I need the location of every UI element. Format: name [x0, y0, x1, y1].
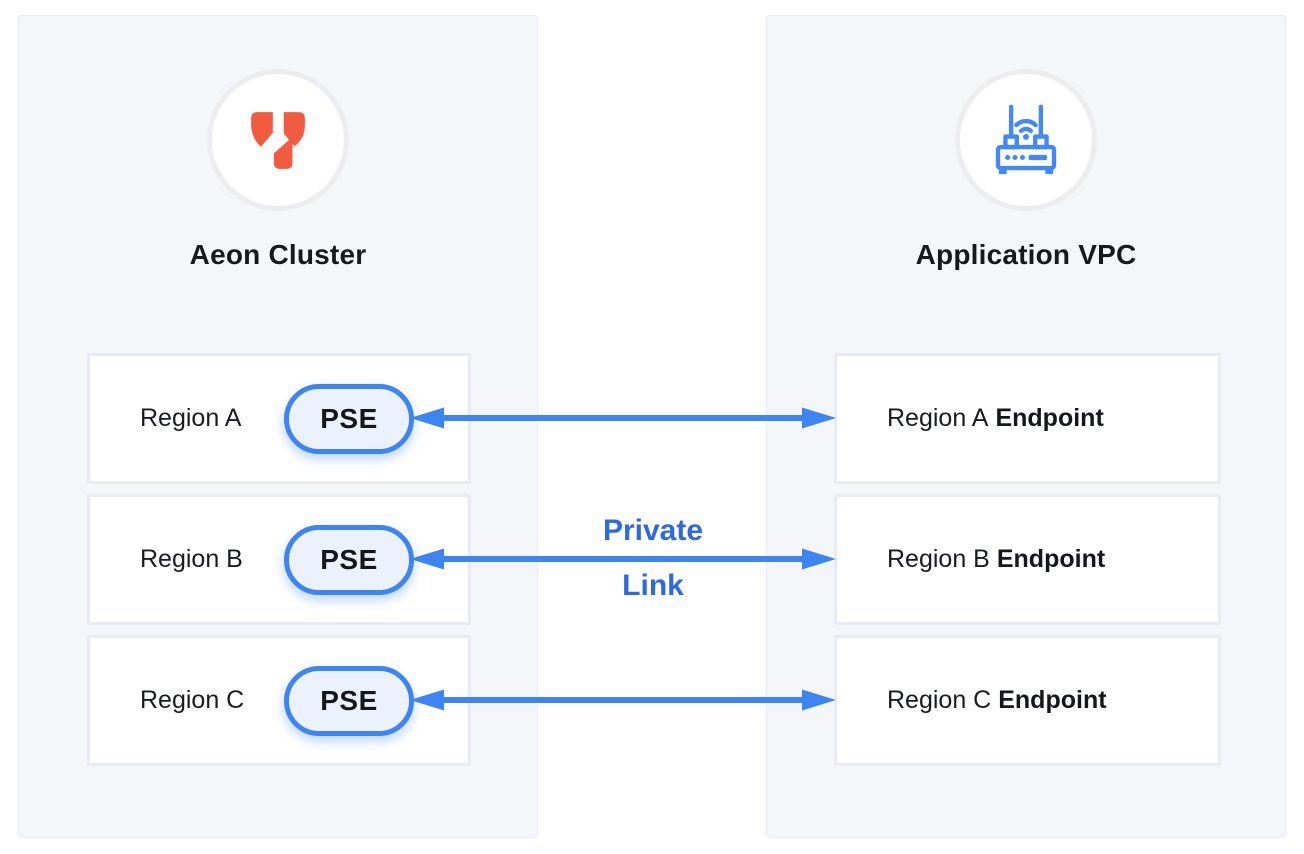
router-icon [995, 104, 1057, 175]
application-vpc-icon-circle [955, 69, 1097, 211]
endpoint-c-region-text: Region C [887, 686, 992, 714]
aeon-cluster-panel: Aeon Cluster Region A PSE Region B PSE R… [18, 15, 538, 838]
application-vpc-title: Application VPC [915, 239, 1137, 270]
endpoint-b-suffix-text: Endpoint [996, 545, 1106, 573]
region-b-label: Region B [140, 545, 243, 573]
endpoint-a-suffix-text: Endpoint [995, 404, 1104, 432]
endpoint-c-suffix-text: Endpoint [998, 686, 1107, 714]
region-a-label: Region A [140, 404, 242, 432]
pse-badge-a: PSE [284, 383, 414, 454]
private-link-arrow-b [410, 548, 836, 570]
aeon-region-row-c: Region C PSE [87, 635, 471, 766]
aeon-logo-icon [251, 112, 305, 169]
aeon-region-row-b: Region B PSE [87, 494, 471, 625]
endpoint-a-region-text: Region A [887, 404, 989, 432]
private-link-label-line2: Link [622, 569, 684, 602]
pse-badge-c: PSE [284, 665, 414, 736]
private-link-arrow-c [410, 689, 836, 711]
region-c-label: Region C [140, 686, 245, 714]
aeon-cluster-icon-circle [207, 69, 349, 211]
private-link-label-line1: Private [602, 514, 704, 547]
endpoint-b-region-text: Region B [887, 545, 990, 573]
aeon-region-row-a: Region A PSE [87, 353, 471, 484]
aeon-cluster-title: Aeon Cluster [189, 239, 367, 270]
private-link-arrow-a [410, 407, 836, 429]
pse-badge-b: PSE [284, 524, 414, 595]
